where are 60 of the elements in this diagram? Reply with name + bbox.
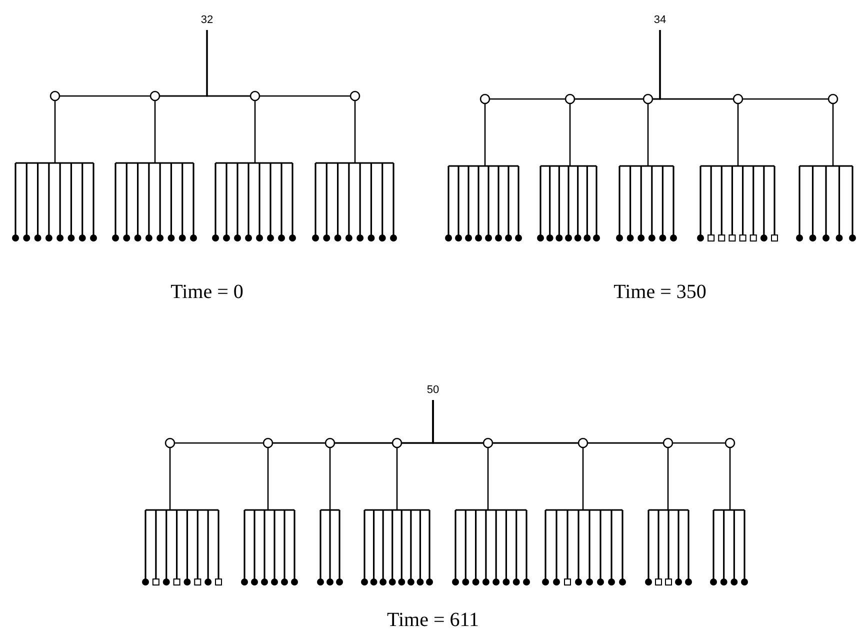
leaf-comb-drawing <box>241 509 298 586</box>
time-caption: Time = 611 <box>386 608 480 632</box>
junction-circle <box>662 438 674 448</box>
connector-line <box>737 104 739 166</box>
junction-circle <box>262 438 274 448</box>
leaf-comb-drawing <box>537 165 600 242</box>
connector-line <box>396 448 398 510</box>
connector-line <box>267 448 269 510</box>
leaf-comb-drawing <box>796 165 856 242</box>
connector-line <box>832 104 834 166</box>
connector-line <box>432 400 726 444</box>
junction-circle <box>480 94 490 104</box>
time-caption: Time = 350 <box>614 280 706 304</box>
junction-circle <box>250 90 260 102</box>
leaf-comb-drawing <box>317 509 343 586</box>
node-number: 34 <box>654 14 666 27</box>
node-number: 50 <box>426 384 440 397</box>
leaf-comb-drawing <box>312 162 397 242</box>
junction-circle <box>392 438 402 448</box>
leaf-comb-drawing <box>645 509 692 586</box>
connector-line <box>647 104 649 166</box>
leaf-comb-drawing <box>710 509 748 586</box>
leaf-comb-drawing <box>616 165 677 242</box>
junction-circle <box>482 438 494 448</box>
connector-line <box>169 448 171 510</box>
connector-line <box>484 104 486 166</box>
junction-circle <box>564 94 576 104</box>
connector-line <box>667 448 669 510</box>
connector-line <box>206 30 350 97</box>
junction-circle <box>732 94 744 104</box>
connector-line <box>582 448 584 510</box>
leaf-comb-drawing <box>212 162 296 242</box>
junction-circle <box>164 438 176 448</box>
junction-circle <box>828 94 838 104</box>
node-number: 32 <box>200 14 214 27</box>
junction-circle <box>642 94 654 104</box>
leaf-comb-drawing <box>112 162 197 242</box>
leaf-comb-drawing <box>697 165 778 242</box>
junction-circle <box>50 90 60 102</box>
connector-line <box>329 448 331 510</box>
leaf-comb-drawing <box>12 162 97 242</box>
connector-line <box>659 30 828 100</box>
junction-circle <box>578 438 588 448</box>
connector-line <box>254 100 256 163</box>
time-caption: Time = 0 <box>170 280 244 304</box>
connector-line <box>487 448 489 510</box>
junction-circle <box>150 90 160 102</box>
leaf-comb-drawing <box>142 509 222 586</box>
junction-circle <box>324 438 336 448</box>
connector-line <box>569 104 571 166</box>
junction-circle <box>724 438 736 448</box>
connector-line <box>354 100 356 163</box>
connector-line <box>54 100 56 163</box>
leaf-comb-drawing <box>452 509 530 586</box>
junction-circle <box>350 90 360 102</box>
connector-line <box>729 448 731 510</box>
connector-line <box>154 100 156 163</box>
leaf-comb-drawing <box>542 509 626 586</box>
leaf-comb-drawing <box>361 509 433 586</box>
leaf-comb-drawing <box>445 165 522 242</box>
